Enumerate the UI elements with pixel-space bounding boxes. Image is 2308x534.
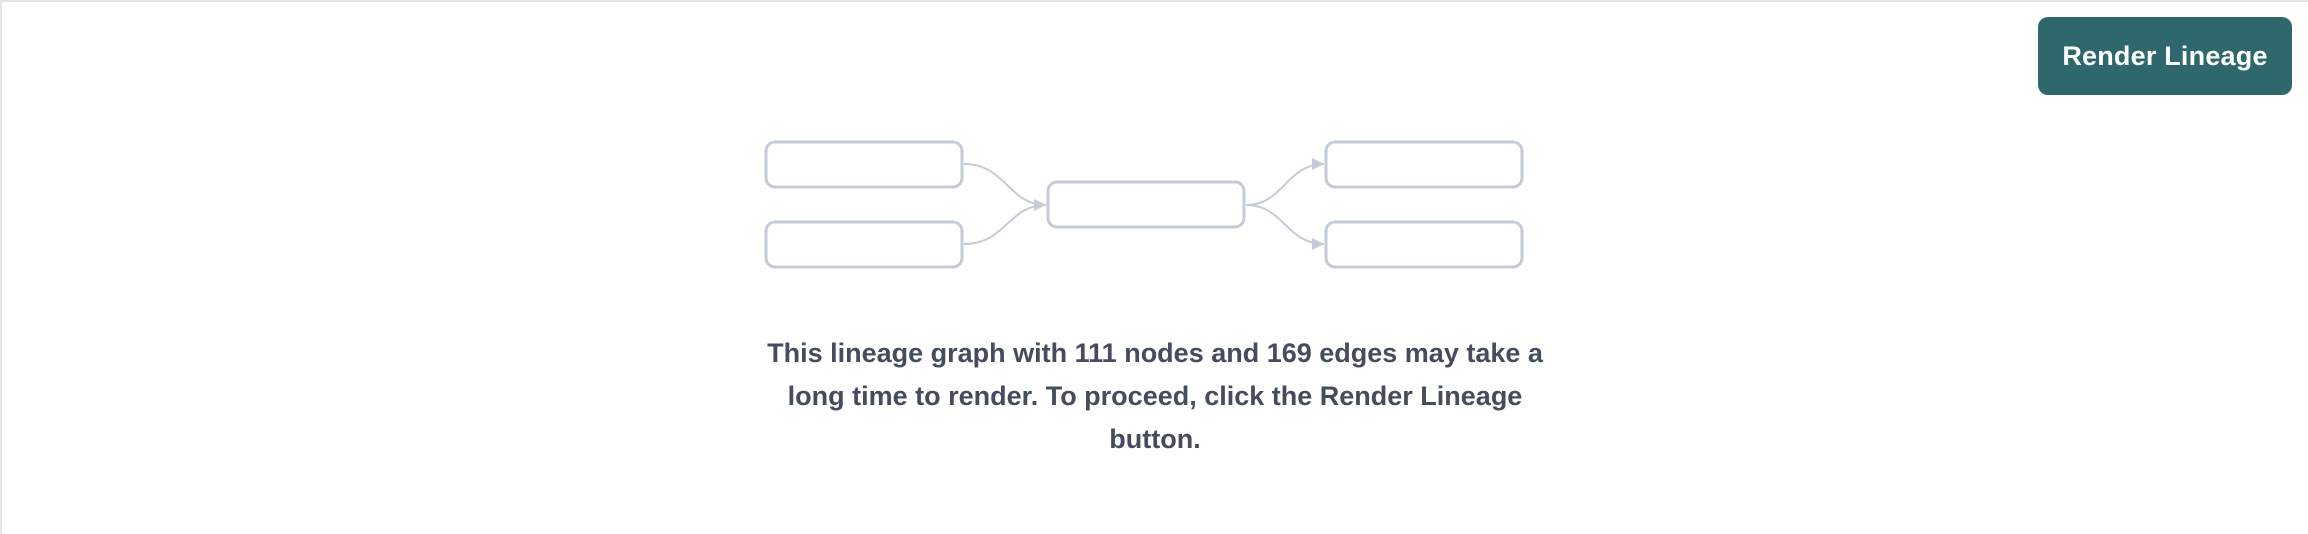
placeholder-node-source-1 [764, 140, 964, 189]
edge-source1-to-center [963, 163, 1047, 211]
placeholder-node-target-1 [1324, 140, 1524, 189]
placeholder-node-center-1 [1046, 180, 1246, 229]
edge-source2-to-center [963, 199, 1047, 245]
placeholder-edges [963, 158, 1325, 250]
placeholder-node-source-2 [764, 220, 964, 269]
edge-center-to-target1 [1245, 158, 1325, 206]
lineage-placeholder-graph [2, 120, 2308, 288]
render-lineage-button[interactable]: Render Lineage [2038, 17, 2292, 95]
lineage-warning-message: This lineage graph with 111 nodes and 16… [767, 338, 1543, 454]
placeholder-nodes [764, 140, 1524, 269]
edge-center-to-target2 [1245, 204, 1325, 250]
placeholder-node-target-2 [1324, 220, 1524, 269]
